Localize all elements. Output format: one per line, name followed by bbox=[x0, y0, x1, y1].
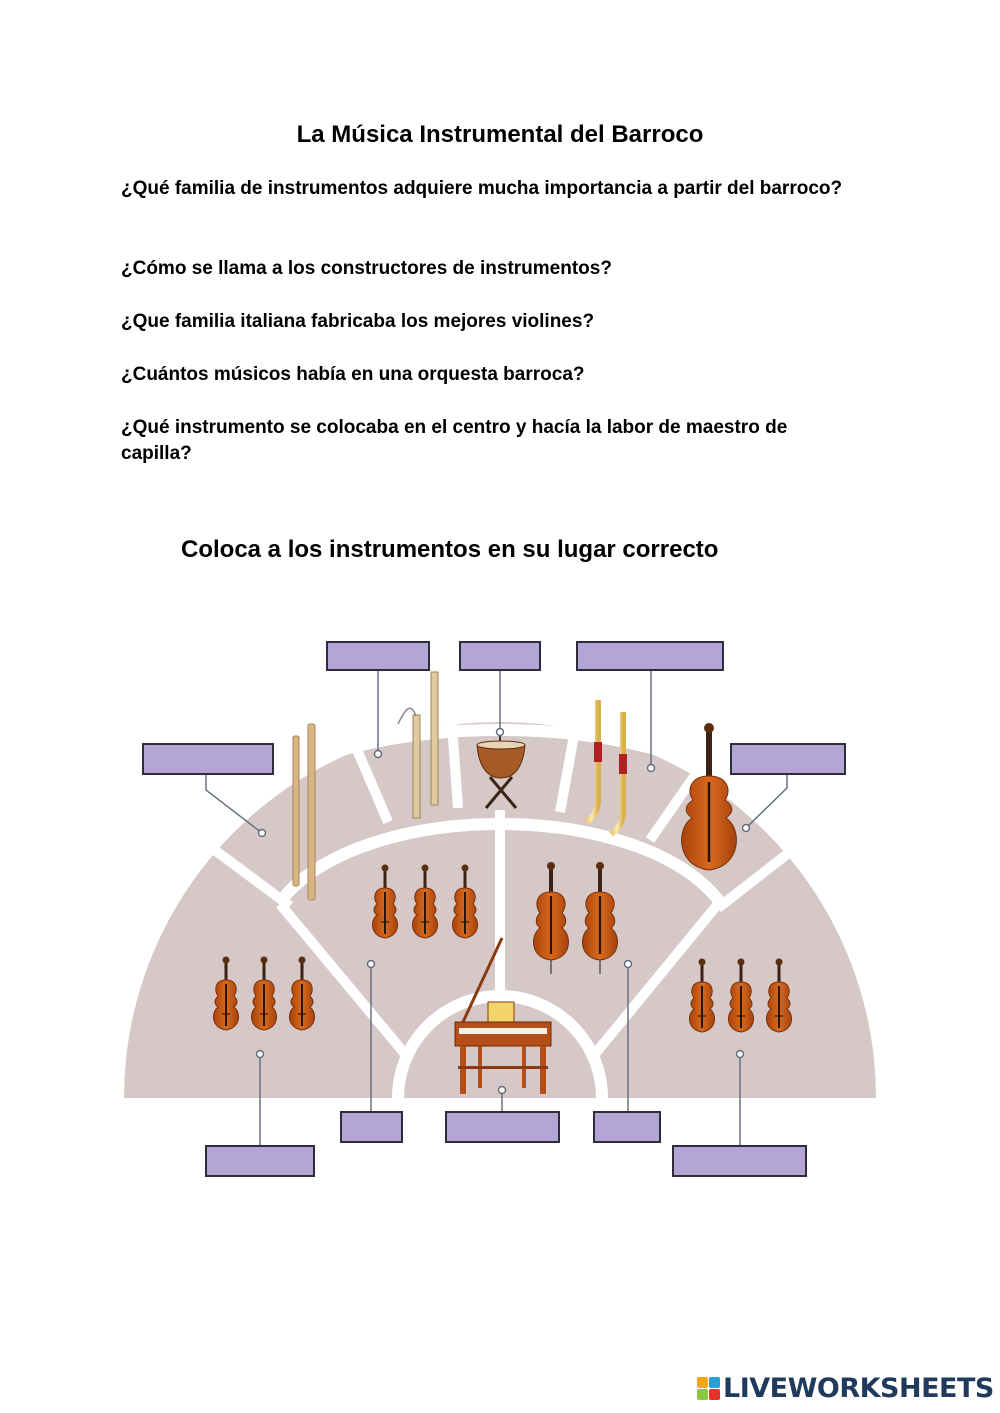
diagram-instruction: Coloca a los instrumentos en su lugar co… bbox=[181, 536, 719, 563]
answer-box-bassoons[interactable] bbox=[326, 641, 430, 671]
brand-name: LIVEWORKSHEETS bbox=[723, 1373, 994, 1404]
question-3: ¿Que familia italiana fabricaba los mejo… bbox=[121, 311, 595, 332]
section-dividers bbox=[209, 723, 799, 1064]
logo-tile bbox=[697, 1377, 708, 1388]
answer-box-harpsichord[interactable] bbox=[445, 1111, 560, 1143]
answer-box-trumpets[interactable] bbox=[576, 641, 724, 671]
logo-icon bbox=[697, 1377, 720, 1400]
timpani-icon bbox=[476, 732, 526, 809]
orchestra-diagram bbox=[124, 641, 876, 1177]
connector-points bbox=[255, 727, 751, 1095]
answer-box-double-bass[interactable] bbox=[730, 743, 846, 775]
logo-tile bbox=[709, 1377, 720, 1388]
flute-icon bbox=[292, 723, 316, 901]
question-5: ¿Qué instrumento se colocaba en el centr… bbox=[121, 417, 788, 464]
answer-box-cellos[interactable] bbox=[593, 1111, 661, 1143]
logo-tile bbox=[709, 1389, 720, 1400]
question-2: ¿Cómo se llama a los constructores de in… bbox=[121, 258, 612, 279]
answer-box-violins-left[interactable] bbox=[205, 1145, 315, 1177]
question-1: ¿Qué familia de instrumentos adquiere mu… bbox=[121, 178, 843, 199]
page-title: La Música Instrumental del Barroco bbox=[296, 121, 704, 148]
double-bass-icon bbox=[681, 723, 737, 871]
liveworksheets-logo: LIVEWORKSHEETS bbox=[697, 1373, 994, 1404]
answer-box-violas[interactable] bbox=[340, 1111, 403, 1143]
trumpet-icon bbox=[584, 700, 627, 837]
answer-box-flutes[interactable] bbox=[142, 743, 274, 775]
answer-box-violins-right[interactable] bbox=[672, 1145, 807, 1177]
logo-tile bbox=[697, 1389, 708, 1400]
answer-box-timpani[interactable] bbox=[459, 641, 541, 671]
bassoon-icon bbox=[397, 671, 439, 819]
question-4: ¿Cuántos músicos había en una orquesta b… bbox=[121, 364, 585, 385]
harpsichord-icon bbox=[454, 937, 552, 1094]
center-arc bbox=[392, 990, 608, 1099]
connector-lines bbox=[205, 670, 788, 1146]
